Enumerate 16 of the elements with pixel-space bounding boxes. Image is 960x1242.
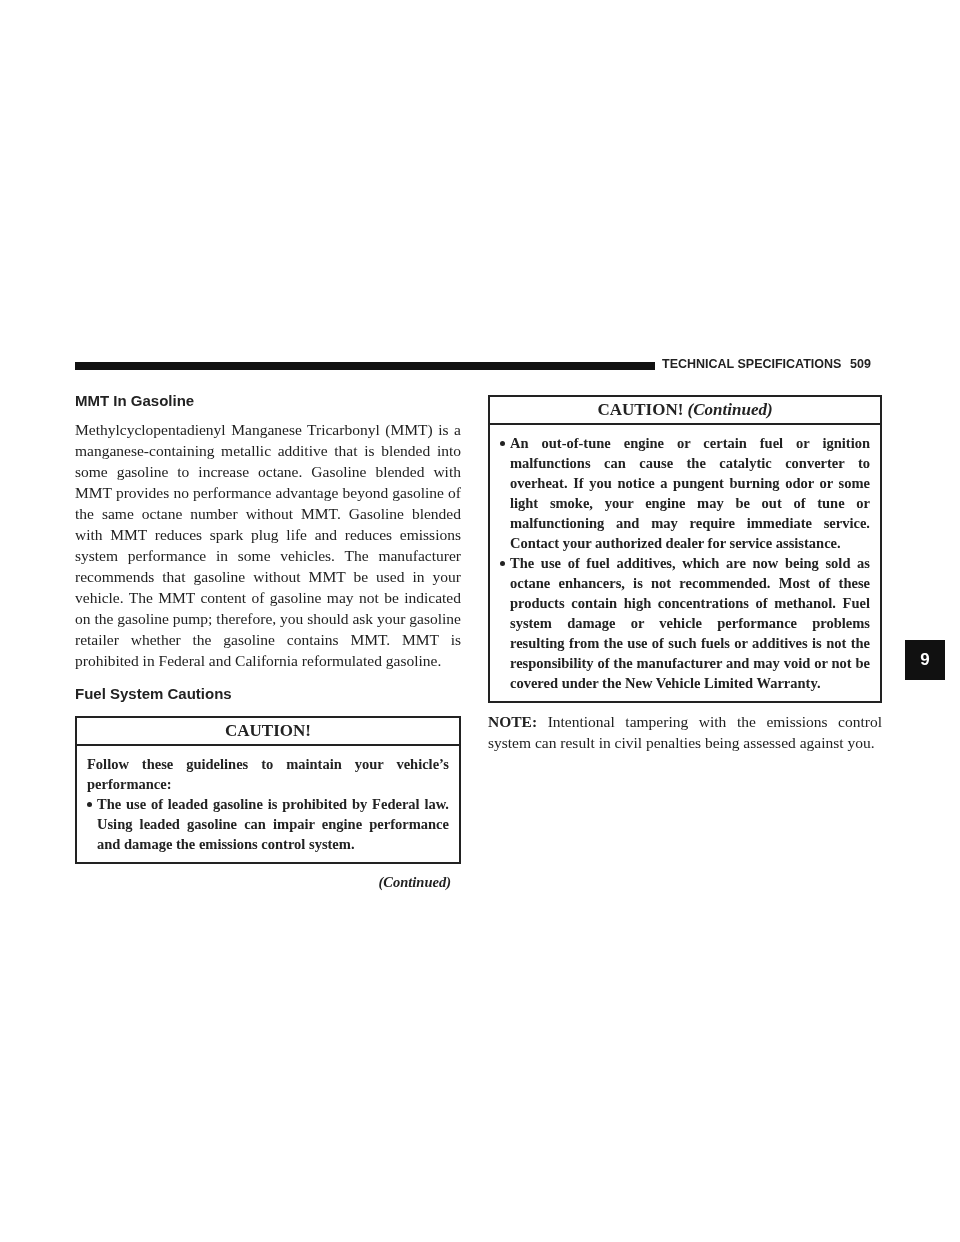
continued-note: (Continued): [378, 874, 451, 891]
section-header: TECHNICAL SPECIFICATIONS: [662, 357, 842, 371]
caution-heading: CAUTION! (Continued): [490, 397, 880, 425]
caution-box: [75, 716, 461, 864]
section-heading: Fuel System Cautions: [75, 685, 233, 702]
body-paragraph: Methylcyclopentadienyl Manganese Tricarbonyl (MMT) is a manganese-containing metallic additive that is blended into some gasoline to increase octane. Gasoline blended with MMT provides no performance advantage beyond gasoline of the same octane number without MMT. Gasoline blended with MMT reduces spark plug life and reduces emissions system performance in some vehicles. The manufacturer recommends that gasoline without MMT be used in your vehicle. The MMT content of gasoline may not be indicated on the gasoline pump; therefore, you should ask your gasoline retailer whether the gasoline contains MMT. MMT is prohibited in Federal and California reformulated gasoline.: [75, 420, 461, 671]
caution-heading: CAUTION!: [77, 718, 459, 746]
note-paragraph: NOTE: Intentional tampering with the emissions control system can result in civil penalties being assessed against you.: [488, 712, 882, 753]
caution-text: Follow these guidelines to maintain your vehicle’s performance:: [87, 755, 449, 794]
chapter-tab: 9: [905, 640, 945, 680]
bullet-item: An out-of-tune engine or certain fuel or ignition malfunctions can cause the catalytic converter to overheat. If you notice a pungent burning odor or some light smoke, your engine may be out of tune or malfunctioning and may require immediate service. Contact your authorized dealer for service assistance.: [510, 434, 870, 553]
bullet-item: The use of fuel additives, which are now being sold as octane enhancers, is not recommended. Most of these products contain high concentrations of methanol. Fuel system damage or vehicle performance problems resulting from the use of such fuels or additives is not the responsibility of the manufacturer and may void or not be covered under the New Vehicle Limited Warranty.: [510, 554, 870, 693]
caution-box: [488, 395, 882, 703]
page-number: 509: [850, 357, 871, 371]
section-heading: MMT In Gasoline: [75, 392, 196, 409]
bullet-item: The use of leaded gasoline is prohibited by Federal law. Using leaded gasoline can impair engine performance and damage the emissions control system.: [97, 795, 449, 854]
